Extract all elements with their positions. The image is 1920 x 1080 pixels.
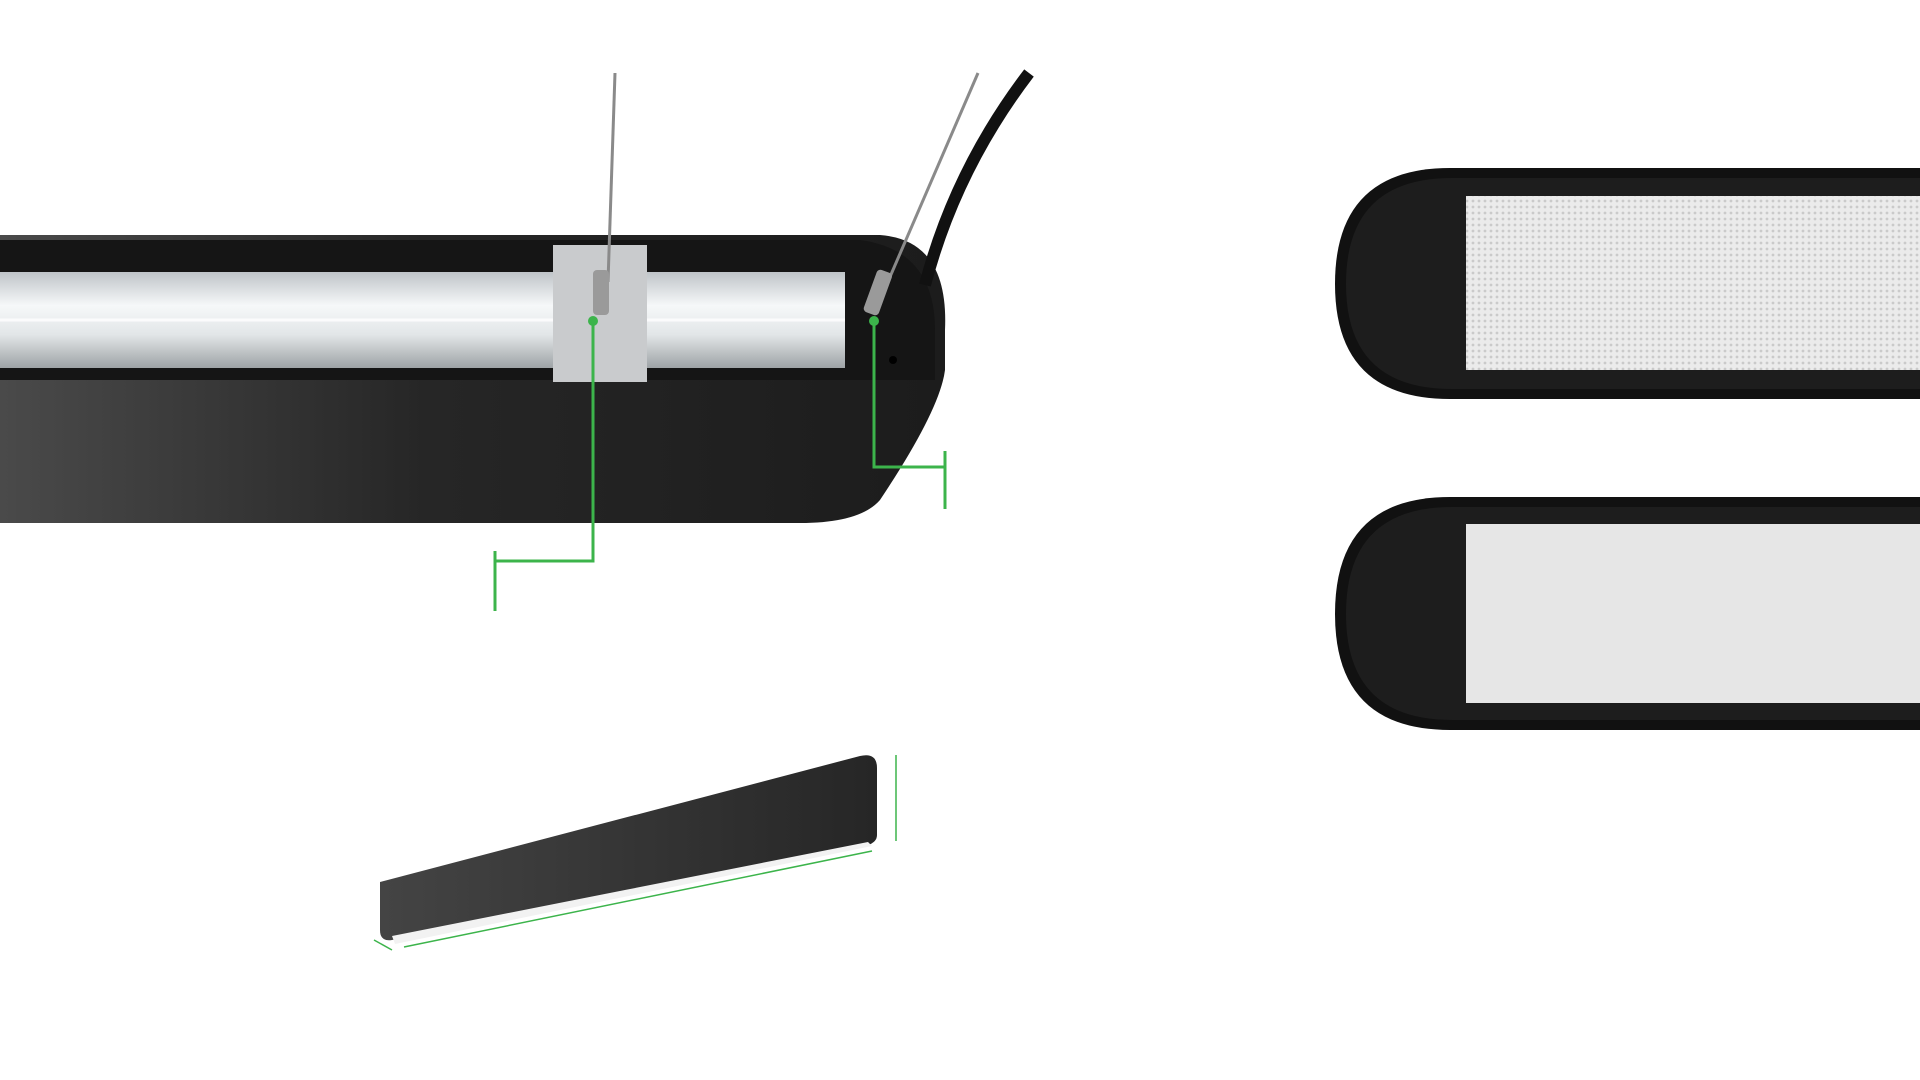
- overview-luminaire: [373, 755, 897, 951]
- end-view-prismatic: [1335, 168, 1920, 399]
- power-cable: [919, 69, 1034, 287]
- prismatic-diffuser: [1466, 196, 1920, 370]
- end-view-opal: [1335, 497, 1920, 730]
- callout-lines: [493, 316, 947, 611]
- suspension-wire-2: [878, 72, 980, 301]
- suspension-wire: [606, 72, 617, 283]
- opal-diffuser: [1466, 524, 1920, 703]
- wire-gripper: [593, 270, 609, 315]
- main-luminaire: [0, 69, 1034, 523]
